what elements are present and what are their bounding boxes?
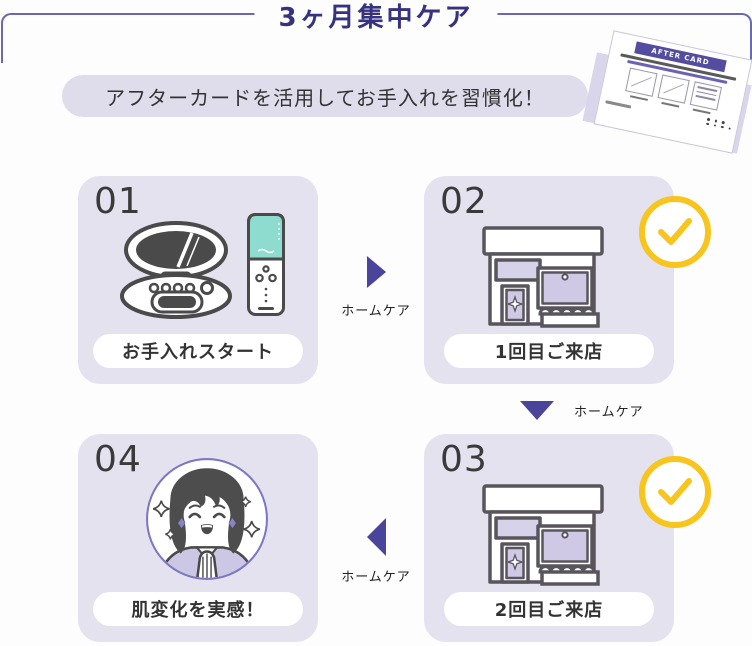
stamp-box (625, 67, 658, 97)
step-label: 1回目ご来店 (494, 342, 604, 363)
step-card-03: 03 2回目ご来店 (424, 434, 674, 642)
homecare-label: ホームケア (341, 570, 411, 585)
step-card-04: 04 (78, 434, 318, 642)
check-icon (639, 456, 711, 528)
homecare-step-left: ホームケア (338, 518, 414, 585)
homecare-step-down: ホームケア (520, 401, 644, 420)
step-number: 02 (440, 181, 488, 222)
step-number: 04 (94, 439, 142, 480)
arrow-right-icon (366, 256, 386, 288)
homecare-label: ホームケア (341, 304, 411, 319)
step-label: お手入れスタート (122, 342, 274, 363)
step-label: 2回目ご来店 (494, 600, 604, 621)
storefront-icon (482, 226, 604, 328)
step-label: 肌変化を実感！ (131, 600, 265, 621)
step-card-01: 01 (78, 176, 318, 384)
step-number: 03 (440, 439, 488, 480)
after-card-logo (605, 100, 632, 109)
step-label-pill: お手入れスタート (93, 334, 303, 368)
step-number: 01 (94, 181, 142, 222)
stamp-box (689, 81, 723, 111)
after-card-checkrows (705, 117, 732, 130)
homecare-step-right: ホームケア (338, 256, 414, 319)
page-title: 3ヶ月集中ケア (254, 1, 498, 35)
happy-customer-icon (146, 458, 268, 580)
arrow-left-icon (366, 518, 386, 556)
stamp-box (657, 74, 690, 104)
step-card-02: 02 1回目ご来店 (424, 176, 674, 384)
handheld-device-icon (247, 213, 285, 316)
storefront-icon (482, 484, 604, 586)
step-label-pill: 2回目ご来店 (444, 592, 654, 626)
step-label-pill: 肌変化を実感！ (93, 592, 303, 626)
arrow-down-icon (520, 401, 554, 420)
homecare-label: ホームケア (574, 405, 644, 420)
compact-mirror-device-icon (120, 221, 232, 319)
after-card-banner: アフターカードを活用してお手入れを習慣化！ (62, 75, 588, 117)
check-icon (639, 196, 711, 268)
step-label-pill: 1回目ご来店 (444, 334, 654, 368)
